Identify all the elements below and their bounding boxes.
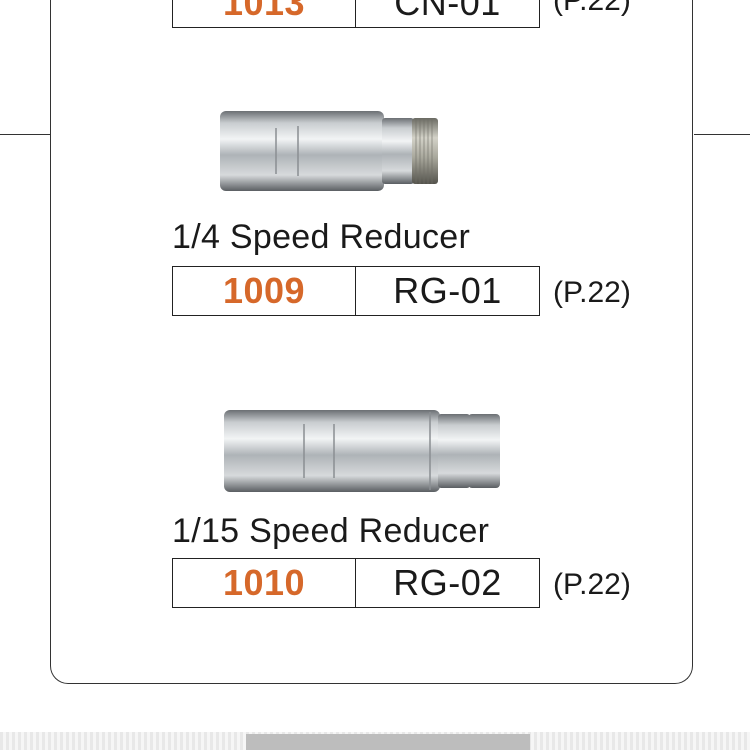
bottom-gray-band (246, 734, 530, 750)
product-code: 1013 (173, 0, 356, 27)
product-title-rg01: 1/4 Speed Reducer (172, 218, 471, 256)
product-code: 1009 (173, 267, 356, 315)
page-reference: (P.22) (553, 568, 631, 601)
product-code: 1010 (173, 559, 356, 607)
product-model: CN-01 (394, 0, 501, 23)
section-rule-right (694, 134, 750, 135)
product-code-box-cn01: 1013 CN-01 (172, 0, 540, 28)
speed-reducer-rg01-photo (220, 111, 438, 191)
bottom-scan-strip (0, 732, 750, 750)
product-code-box-rg01: 1009 RG-01 (172, 266, 540, 316)
speed-reducer-rg02-photo (224, 410, 500, 492)
page-reference: (P.22) (553, 276, 631, 309)
section-rule-left (0, 134, 51, 135)
product-model: RG-01 (393, 270, 502, 311)
page-reference: (P.22) (553, 0, 631, 17)
product-model: RG-02 (393, 562, 502, 603)
product-title-rg02: 1/15 Speed Reducer (172, 512, 490, 550)
product-code-box-rg02: 1010 RG-02 (172, 558, 540, 608)
